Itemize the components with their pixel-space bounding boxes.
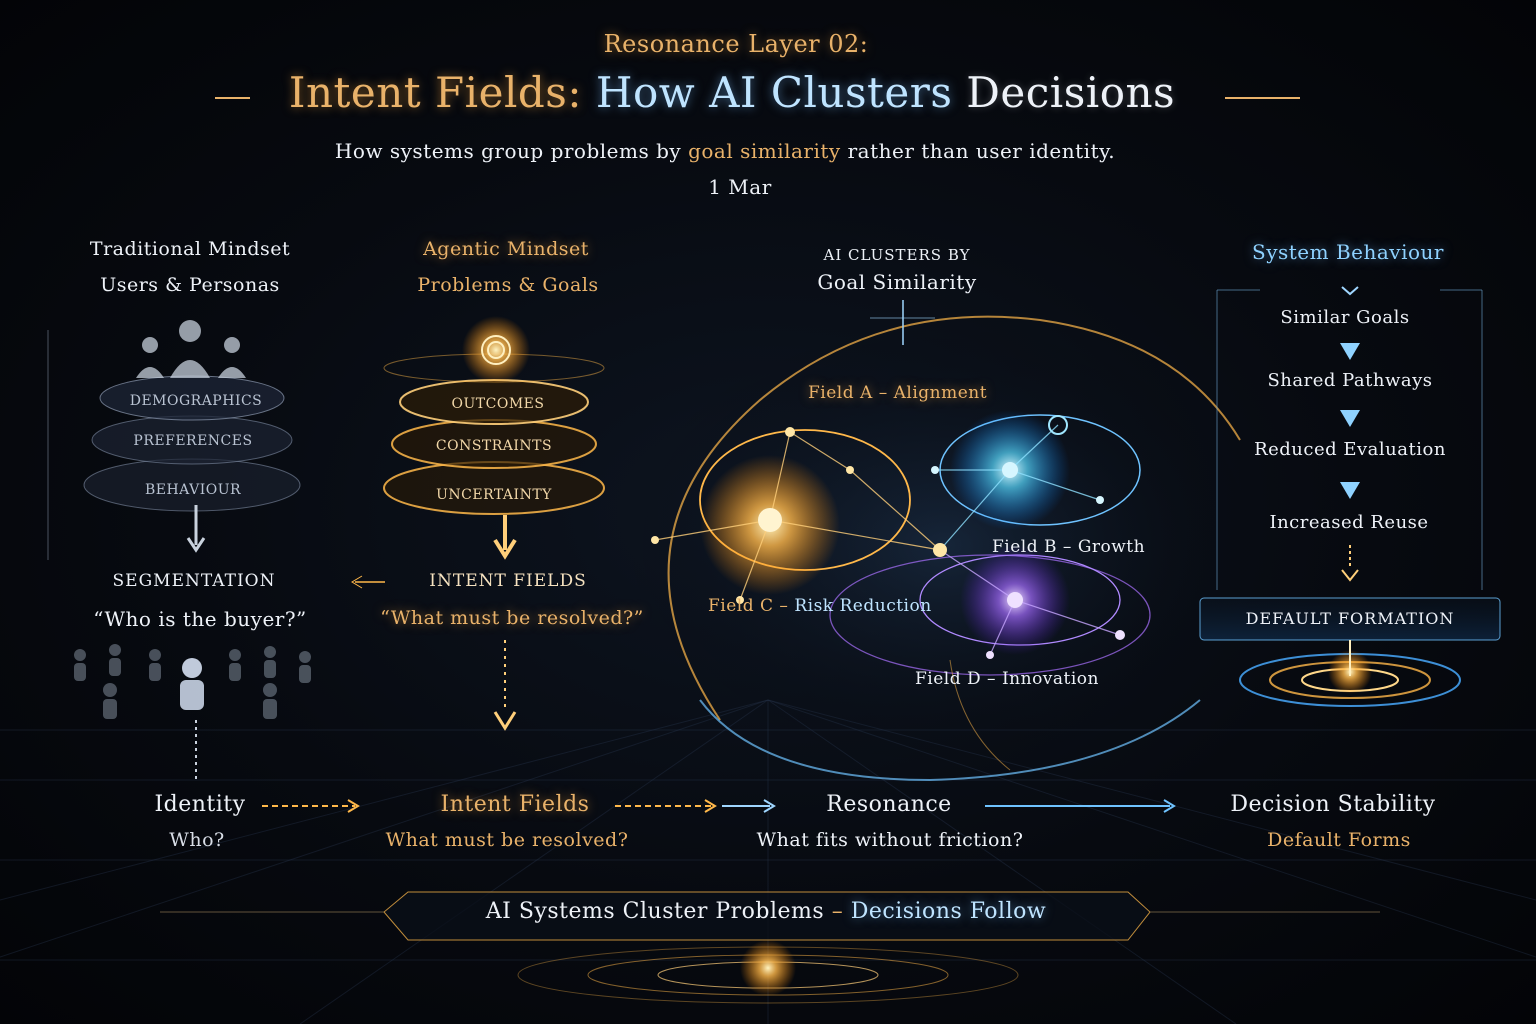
agentic-layer-2: CONSTRAINTS [435, 438, 553, 454]
system-step-2: Shared Pathways [1267, 370, 1433, 391]
agentic-layer-3: UNCERTAINTY [436, 487, 552, 503]
date-label: 1 Mar [708, 175, 772, 199]
clusters-heading-top: AI CLUSTERS BY [823, 246, 971, 264]
bottom-flow-arrows [262, 799, 1176, 813]
field-b-label: Field B – Growth [992, 537, 1146, 557]
agentic-heading: Agentic Mindset [423, 238, 589, 260]
field-c-part-1: Field C – [708, 596, 789, 616]
traditional-subheading: Users & Personas [100, 274, 280, 296]
footer-tagline: AI Systems Cluster Problems – Decisions … [486, 899, 1046, 924]
footer-part-1: AI Systems Cluster Problems [485, 899, 825, 924]
title-part-2: How AI Clusters [595, 68, 953, 117]
flow-step-2-sub: What must be resolved? [385, 829, 629, 851]
cluster-sphere [615, 300, 1275, 782]
field-c-part-2: Risk Reduction [794, 596, 932, 616]
flow-step-4-title: Decision Stability [1230, 792, 1436, 817]
traditional-layer-1: DEMOGRAPHICS [129, 393, 263, 409]
field-d-label: Field D – Innovation [915, 669, 1099, 689]
footer-banner [160, 891, 1380, 1004]
system-heading: System Behaviour [1252, 240, 1444, 264]
title-part-1: Intent Fields: [288, 68, 582, 117]
default-formation-label: DEFAULT FORMATION [1245, 609, 1455, 628]
traditional-question: “Who is the buyer?” [93, 607, 307, 631]
persona-icons [136, 320, 246, 378]
subtitle-highlight: goal similarity [688, 139, 841, 163]
flow-step-1-sub: Who? [169, 829, 225, 851]
footer-part-2: Decisions Follow [850, 899, 1047, 924]
field-a-label: Field A – Alignment [808, 383, 988, 403]
flow-step-3-sub: What fits without friction? [756, 829, 1024, 851]
agentic-stack [351, 316, 605, 731]
flow-step-3-title: Resonance [826, 792, 952, 817]
agentic-subheading: Problems & Goals [417, 274, 599, 296]
title-part-3: Decisions [966, 68, 1176, 117]
footer-dash: – [831, 899, 844, 924]
traditional-layer-2: PREFERENCES [133, 433, 253, 449]
agentic-layer-1: OUTCOMES [451, 396, 545, 412]
clusters-heading-main: Goal Similarity [817, 270, 977, 294]
flow-step-2-title: Intent Fields [440, 792, 590, 817]
system-step-3: Reduced Evaluation [1254, 439, 1446, 460]
system-step-4: Increased Reuse [1269, 512, 1429, 533]
kicker: Resonance Layer 02: [603, 30, 869, 58]
flow-arrows [1340, 343, 1360, 499]
flow-step-4-sub: Default Forms [1267, 829, 1411, 851]
subtitle: How systems group problems by goal simil… [335, 139, 1115, 163]
subtitle-post: rather than user identity. [847, 139, 1116, 163]
flow-step-1-title: Identity [154, 792, 246, 817]
traditional-layer-3: BEHAVIOUR [144, 482, 242, 498]
system-panel [1199, 286, 1501, 707]
crowd-icons [74, 644, 311, 719]
page-title: Intent Fields: How AI Clusters Decisions [289, 68, 1175, 117]
agentic-question: “What must be resolved?” [380, 607, 644, 629]
system-step-1: Similar Goals [1280, 307, 1410, 328]
traditional-heading: Traditional Mindset [89, 238, 291, 260]
title-ornaments [215, 45, 1300, 188]
field-c-label: Field C – Risk Reduction [708, 596, 932, 616]
traditional-stack [47, 320, 311, 780]
segmentation-label: SEGMENTATION [112, 571, 276, 591]
subtitle-pre: How systems group problems by [334, 139, 682, 163]
intent-fields-label: INTENT FIELDS [429, 571, 587, 591]
